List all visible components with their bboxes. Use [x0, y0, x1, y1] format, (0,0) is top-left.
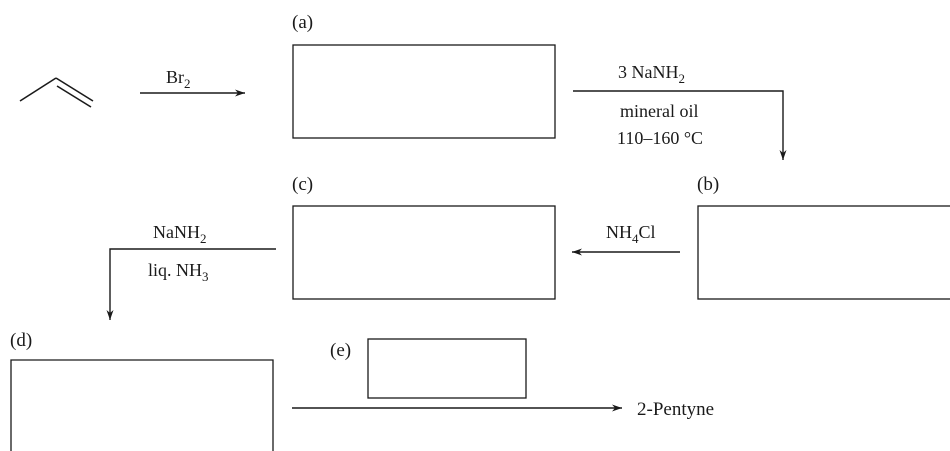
reagent-br2: Br2: [166, 67, 191, 91]
step1-arrow-group: Br2: [140, 67, 245, 97]
answer-box-d[interactable]: [10, 359, 274, 451]
label-b: (b): [697, 174, 719, 195]
step4-arrow-group: NaNH2 liq. NH3: [106, 222, 276, 320]
answer-box-a[interactable]: [292, 44, 556, 139]
step3-arrow-group: NH4Cl: [572, 222, 680, 256]
answer-box-c[interactable]: [292, 205, 556, 300]
reagent-3nanh2: 3 NaNH2: [618, 62, 685, 86]
reagent-temperature: 110–160 °C: [617, 128, 703, 148]
product-label: 2-Pentyne: [637, 399, 714, 420]
answer-box-e[interactable]: [367, 338, 527, 399]
reagent-nanh2: NaNH2: [153, 222, 207, 246]
label-c: (c): [292, 174, 313, 195]
reagent-nh4cl: NH4Cl: [606, 222, 656, 246]
answer-box-b[interactable]: [697, 205, 950, 300]
label-a: (a): [292, 12, 313, 33]
propene-structure: [19, 77, 94, 108]
label-e: (e): [330, 340, 351, 361]
label-d: (d): [10, 330, 32, 351]
step4-arrow: [106, 248, 276, 320]
step2-arrow: [573, 90, 787, 160]
step2-arrow-group: 3 NaNH2 mineral oil 110–160 °C: [573, 62, 787, 160]
reagent-mineral-oil: mineral oil: [620, 101, 698, 121]
reagent-liq-nh3: liq. NH3: [148, 260, 209, 284]
